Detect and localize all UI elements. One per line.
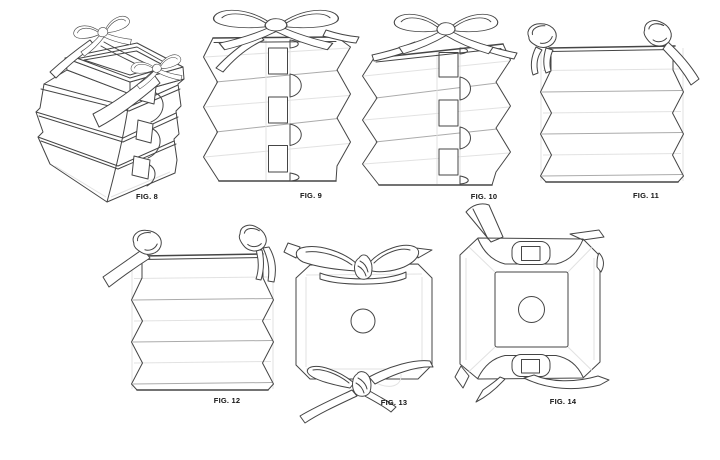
figure-12-label: FIG. 12 xyxy=(213,396,241,405)
figure-14-drawing xyxy=(454,203,610,403)
fig14-inner-panel xyxy=(494,271,569,348)
figure-14-label: FIG. 14 xyxy=(549,397,577,406)
fig14-buckle-slot xyxy=(521,359,540,374)
figure-11-drawing xyxy=(525,18,700,183)
figure-11-label: FIG. 11 xyxy=(633,191,659,200)
fig9-ribbon-slot xyxy=(268,47,288,75)
figure-8-label: FIG. 8 xyxy=(135,192,159,201)
fig10-ribbon-slot xyxy=(438,52,459,78)
figure-10-label: FIG. 10 xyxy=(470,192,498,201)
fig9-ribbon-slot xyxy=(268,145,288,173)
fig12-corner-tie xyxy=(131,227,164,257)
fig10-ribbon-slot xyxy=(438,99,459,127)
figure-12-drawing xyxy=(102,222,276,391)
fig9-ribbon-slot xyxy=(268,96,288,124)
fig10-ribbon-slot xyxy=(438,148,459,176)
fig14-buckle-slot xyxy=(521,246,541,261)
figure-8-drawing xyxy=(35,14,186,203)
figure-13-label: FIG. 13 xyxy=(380,398,408,407)
figure-13-drawing xyxy=(283,242,434,424)
fig9-ribbon-bow xyxy=(212,9,340,51)
fig11-corner-tie xyxy=(525,20,559,51)
fig14-center-hole xyxy=(518,296,545,323)
fig13-center-hole xyxy=(350,308,376,334)
fig10-ribbon-bow xyxy=(393,13,499,55)
figure-9-drawing xyxy=(203,9,360,182)
figure-10-drawing xyxy=(362,13,518,186)
fig8-slot xyxy=(135,119,154,144)
fig8-slot xyxy=(131,155,151,180)
figure-9-label: FIG. 9 xyxy=(299,191,323,200)
